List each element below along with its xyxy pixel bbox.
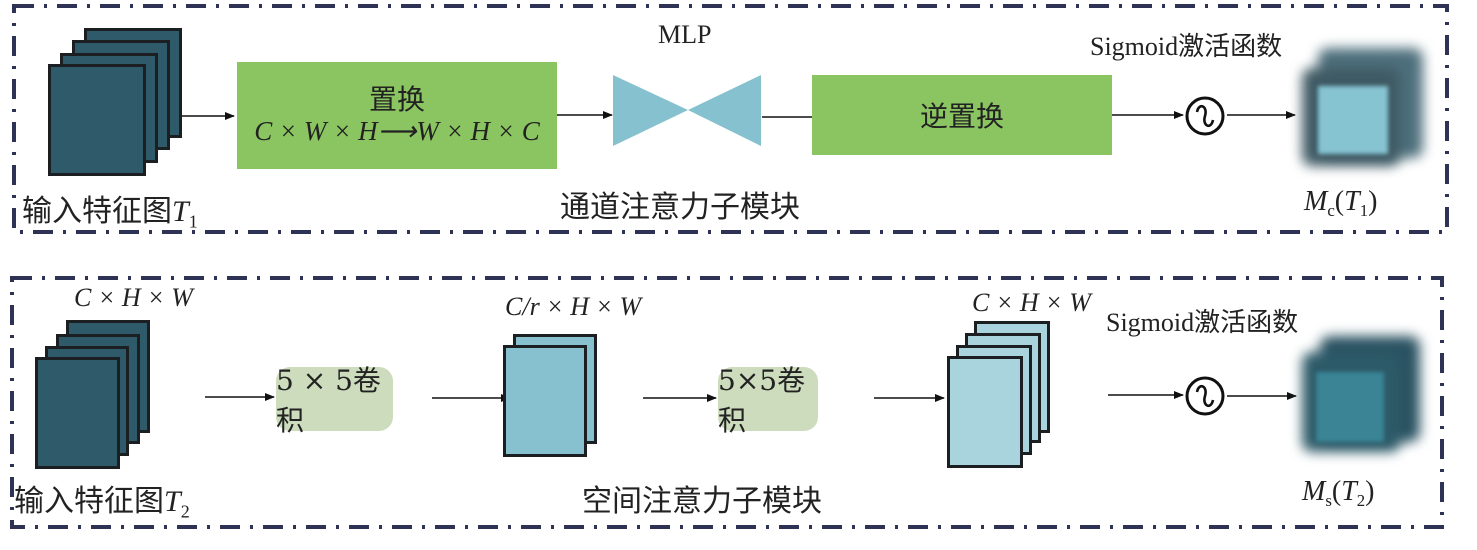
sigmoid-label-spatial: Sigmoid激活函数 (1106, 308, 1299, 337)
sigmoid-label-channel: Sigmoid激活函数 (1090, 32, 1283, 61)
channel-module-name: 通道注意力子模块 (560, 191, 800, 224)
conv2-box: 5×5卷积 (718, 364, 818, 437)
mlp-label: MLP (658, 20, 712, 49)
sigmoid-icon-spatial (1185, 376, 1225, 416)
mlp-right-triangle (688, 75, 761, 146)
permute-title: 置换 (368, 82, 425, 116)
sigmoid-icon-channel (1185, 96, 1225, 136)
feature-sheet (35, 357, 120, 469)
mid-dims: C/r × H × W (505, 292, 642, 321)
output-cube-inner (1318, 86, 1388, 154)
input-label-2: 输入特征图T2 (14, 485, 190, 522)
feature-sheet (947, 356, 1023, 468)
mlp-left-triangle (613, 75, 688, 146)
input-label-1: 输入特征图T1 (22, 195, 198, 232)
conv2-label: 5×5卷积 (718, 364, 806, 437)
output-cube-inner (1316, 372, 1384, 442)
spatial-module-name: 空间注意力子模块 (582, 485, 822, 518)
conv1-label: 5 × 5卷积 (276, 364, 381, 437)
output-label-spatial: Ms(T2) (1302, 476, 1375, 510)
output-label-channel: Mc(T1) (1304, 186, 1378, 220)
conv1-box: 5 × 5卷积 (276, 364, 393, 437)
spatial-module-border (10, 276, 1444, 529)
inverse-permute-title: 逆置换 (919, 100, 1004, 133)
inverse-permute-box: 逆置换 (812, 75, 1112, 155)
feature-sheet (503, 345, 587, 457)
out-dims: C × H × W (972, 288, 1091, 317)
permute-box: 置换 C × W × H⟶W × H × C (237, 62, 557, 169)
channel-module-border (12, 4, 1449, 234)
permute-formula: C × W × H⟶W × H × C (254, 115, 540, 146)
input-dims-2: C × H × W (74, 283, 193, 312)
feature-sheet (48, 64, 146, 176)
